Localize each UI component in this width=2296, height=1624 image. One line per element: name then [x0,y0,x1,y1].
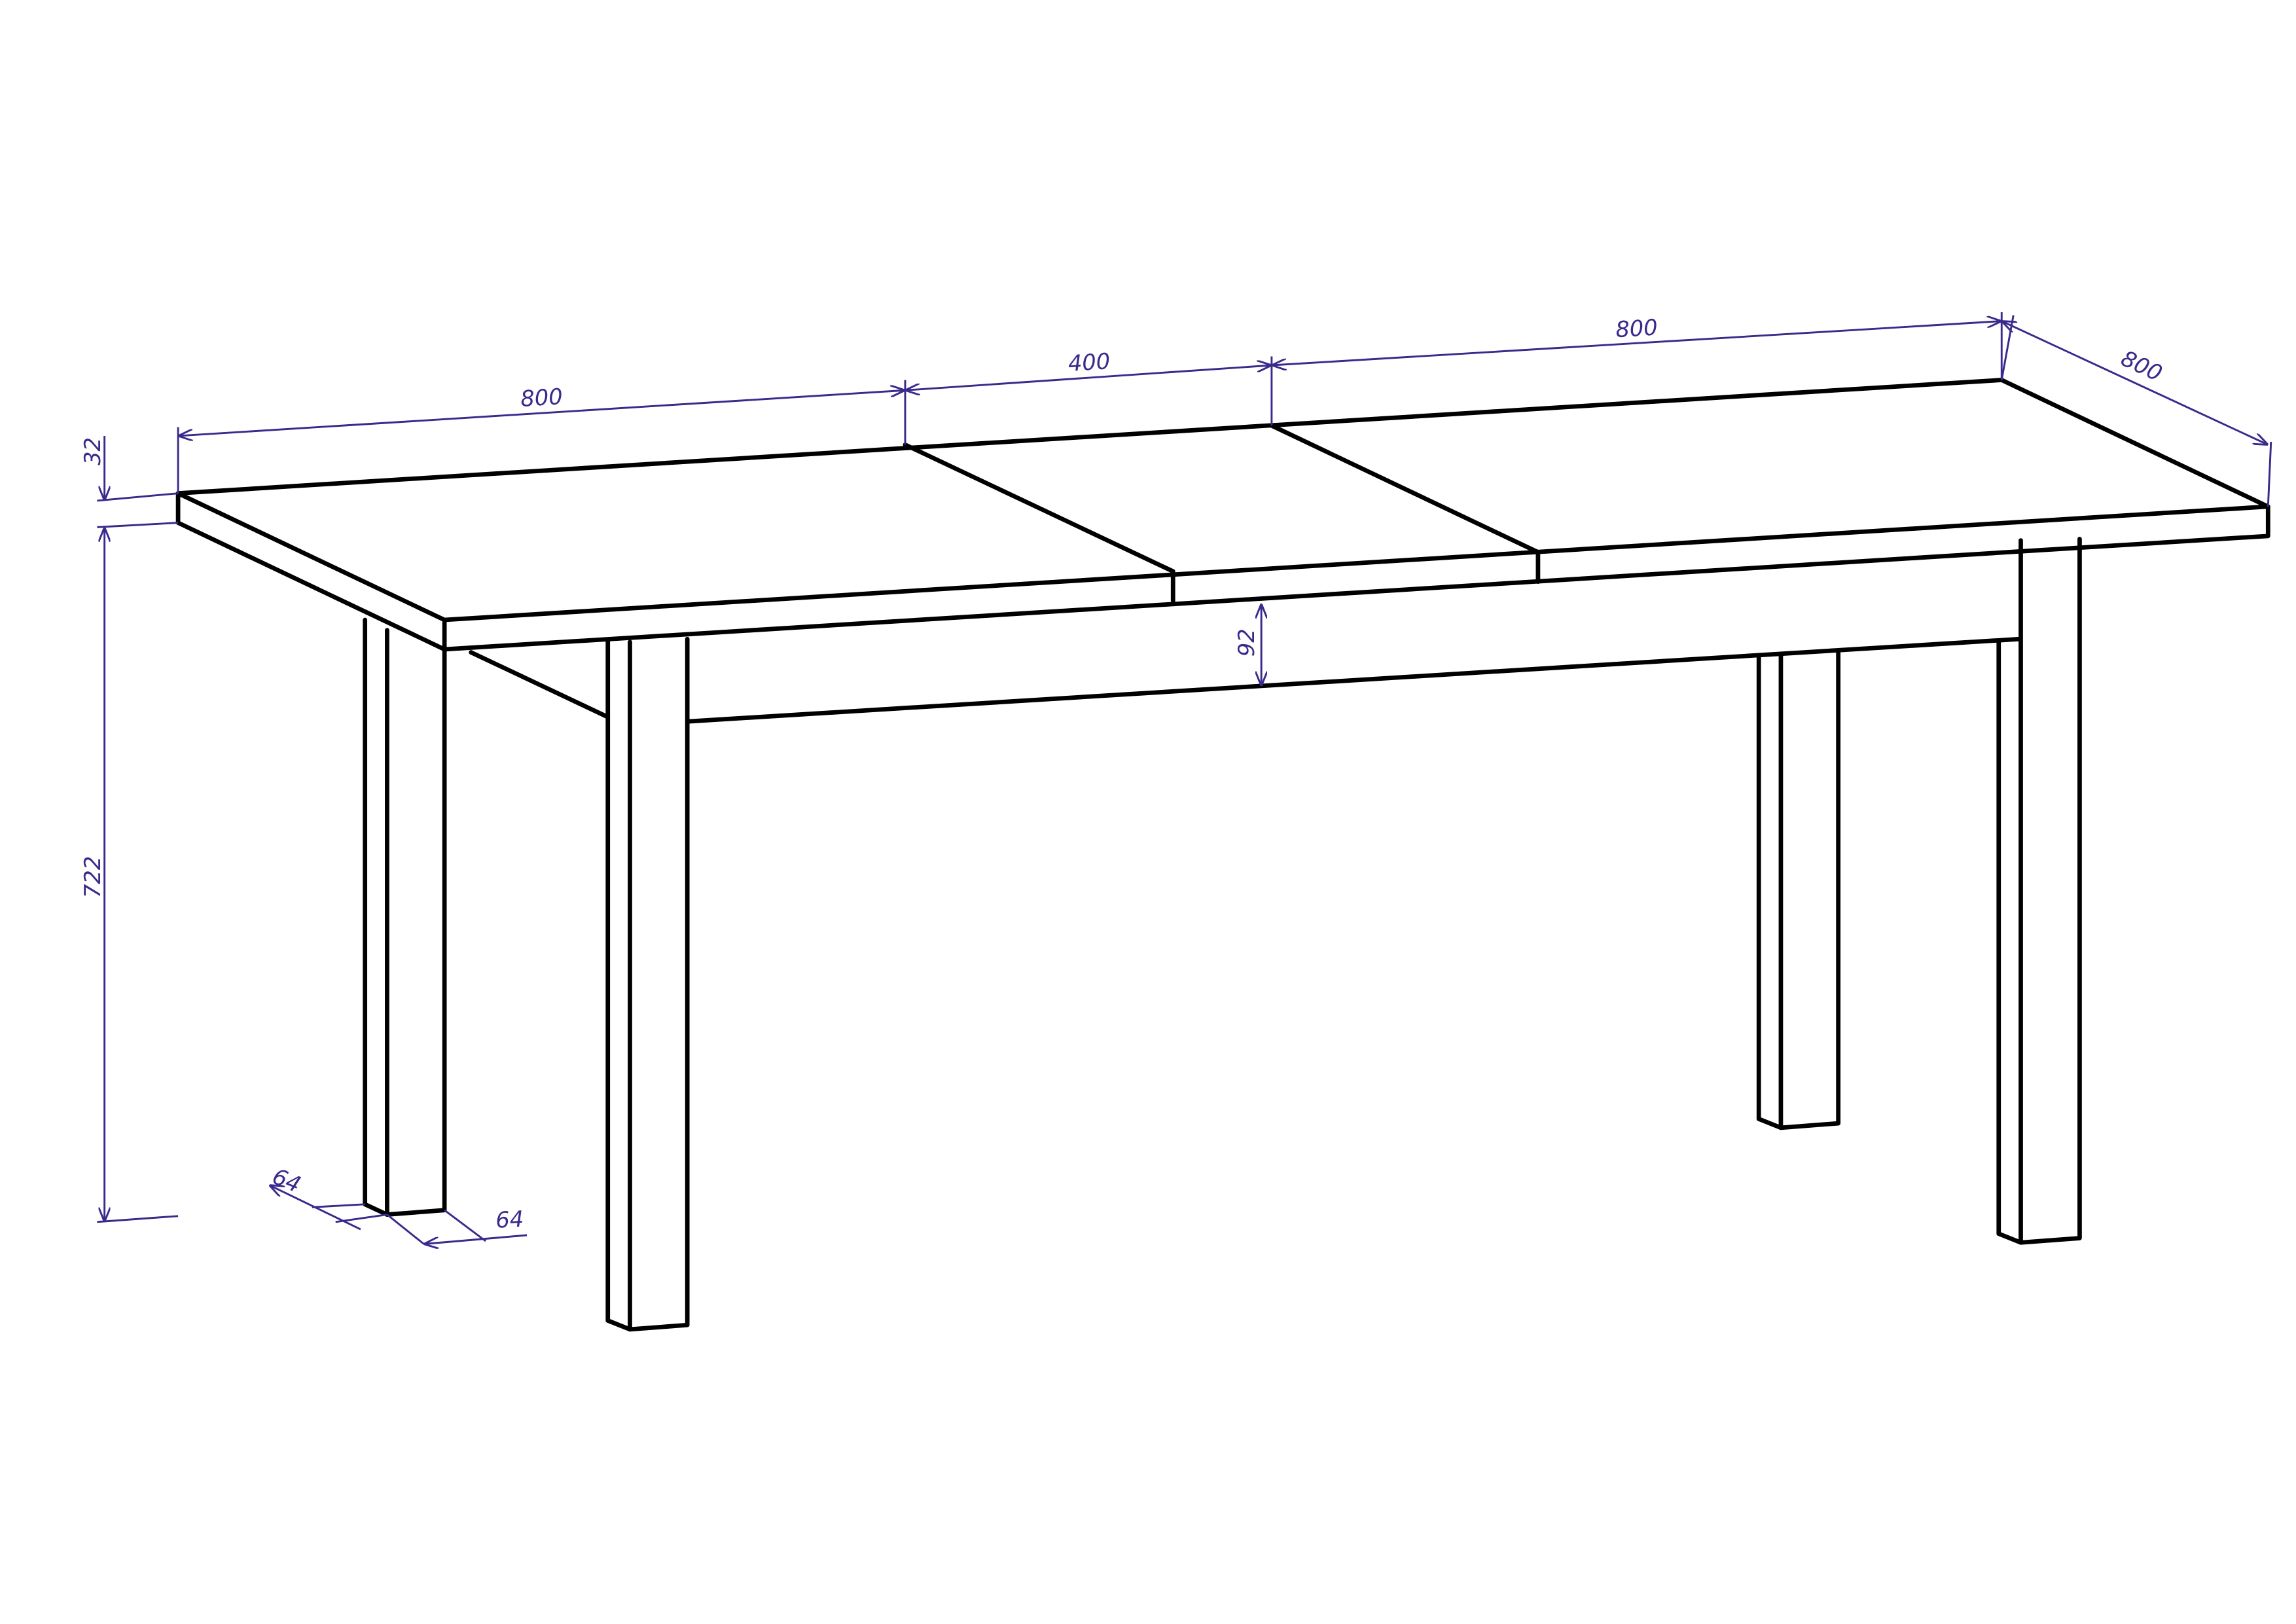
dimensions: 800 400 800 800 32 722 92 64 64 [80,312,2272,1244]
leg-front-right [1996,536,2082,1245]
dim-top-left-length: 800 [520,384,564,412]
dim-top-thickness: 32 [80,437,105,465]
table-top-left-edge [175,491,447,652]
table-outline [175,378,2270,1332]
dim-leg-width-a: 64 [269,1163,304,1197]
leg-front-left [605,636,690,1332]
dim-apron-height: 92 [1234,628,1259,657]
apron-side-bottom [469,650,611,719]
leaf-split-1 [903,442,1175,574]
apron-front-bottom [685,636,2022,724]
leg-back-left [363,617,447,1217]
dim-top-right-length: 800 [1615,314,1659,342]
dim-depth: 800 [2117,346,2166,387]
leaf-split-2 [1269,423,1541,554]
table-top-front-edge [442,504,2270,652]
dim-leg-width-b: 64 [495,1206,524,1233]
leg-back-right [1756,648,1841,1130]
dim-extension-length: 400 [1067,348,1111,376]
dim-leg-height: 722 [80,856,105,898]
dim-line-leg-a [270,1185,361,1231]
dim-line-extension [905,365,1272,390]
dim-line-depth [2001,321,2268,445]
dim-line-top-right [1272,321,2001,365]
dim-line-leg-b [424,1234,528,1244]
dim-line-top-left [178,390,905,436]
